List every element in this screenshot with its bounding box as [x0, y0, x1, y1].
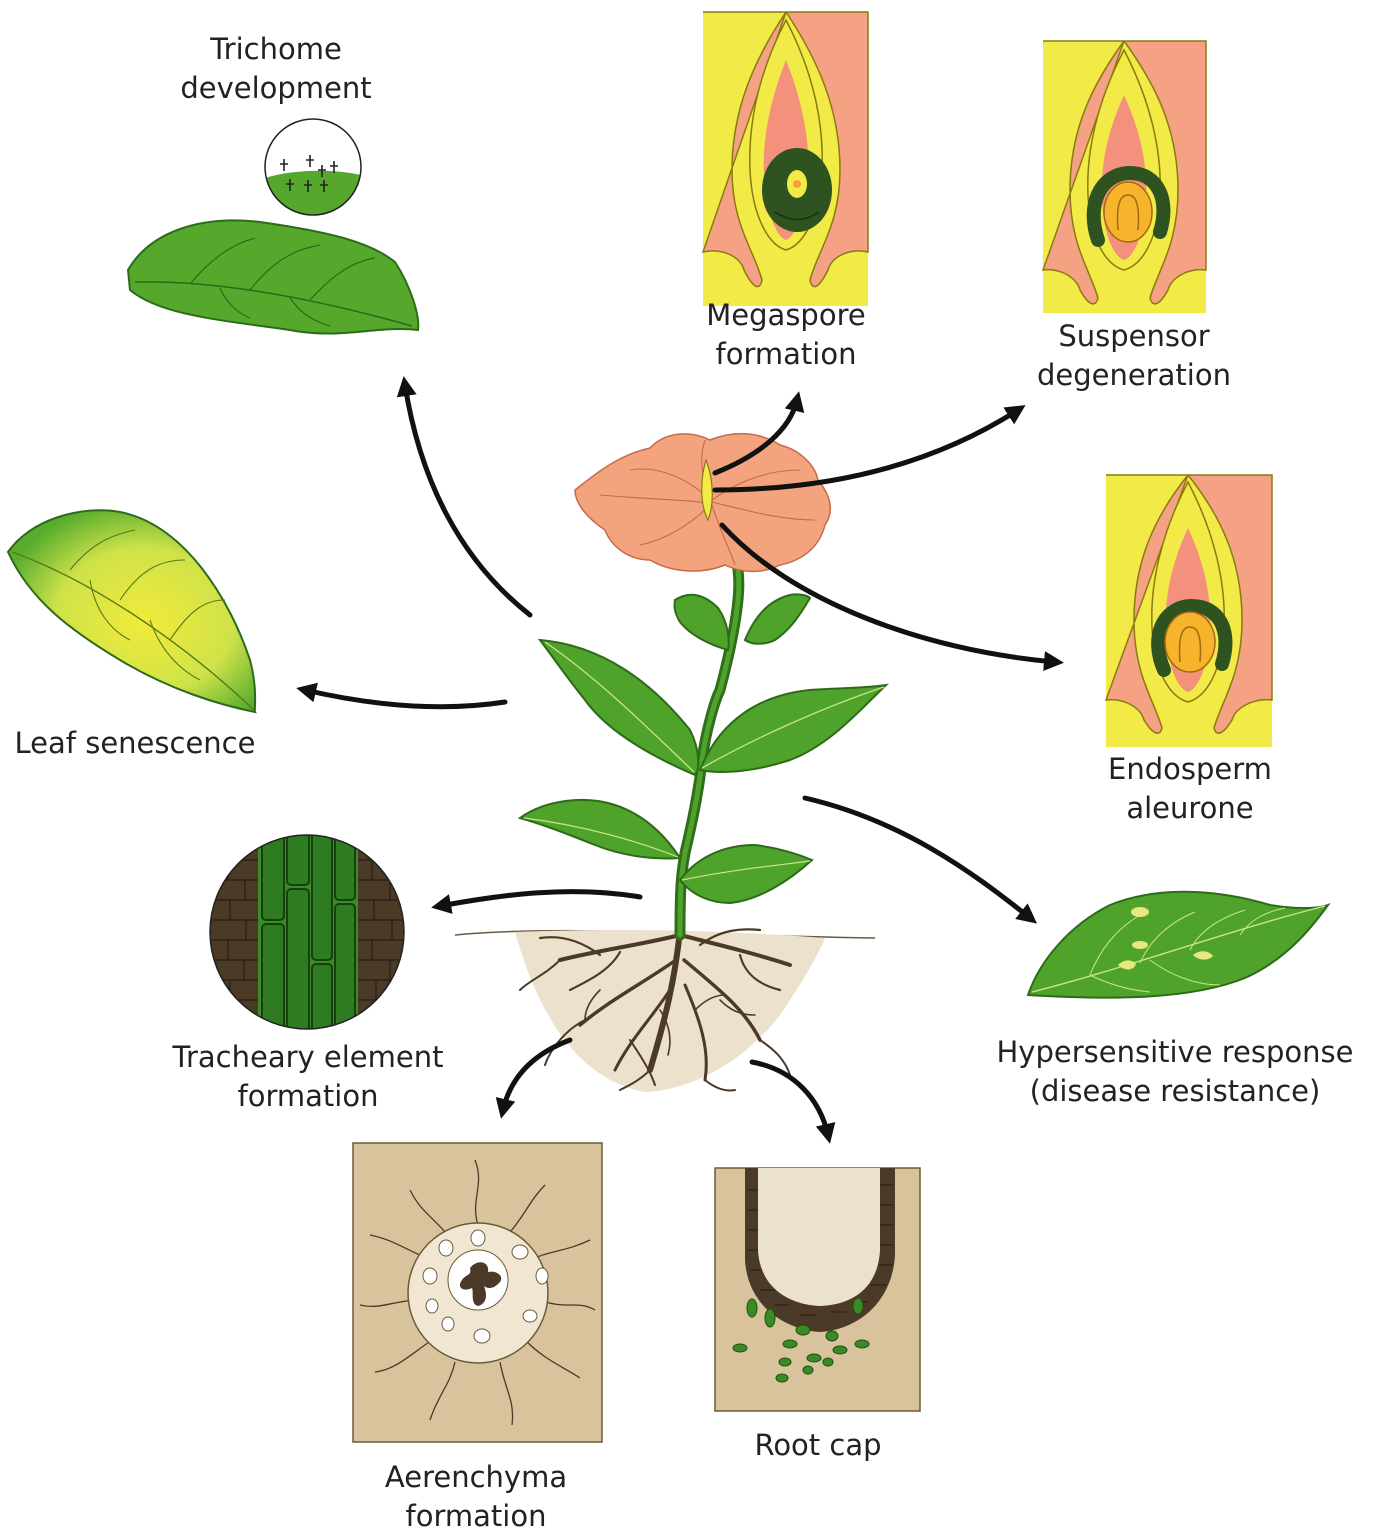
label-megaspore-formation: Megaspore formation — [646, 296, 926, 374]
arrows — [296, 376, 1064, 1144]
arrow-to-trichome — [396, 376, 533, 618]
stem — [674, 549, 745, 941]
label-trichome-development: Trichome development — [136, 30, 416, 108]
label-line: Hypersensitive response — [996, 1035, 1354, 1069]
arrow-to-root-cap — [749, 1059, 836, 1144]
arrow-to-tracheary — [431, 889, 643, 914]
arrow-to-suspensor — [712, 405, 1026, 493]
label-leaf-senescence: Leaf senescence — [0, 724, 270, 763]
arrow-to-endosperm — [719, 522, 1064, 671]
root-cap-panel — [714, 1167, 921, 1412]
label-line: Endosperm — [1108, 752, 1272, 786]
label-line: Aerenchyma — [384, 1460, 568, 1494]
label-aerenchyma-formation: Aerenchyma formation — [336, 1458, 616, 1536]
roots — [519, 927, 792, 1092]
tracheary-element-icon — [209, 834, 405, 1030]
label-line: degeneration — [1037, 358, 1231, 392]
label-suspensor-degeneration: Suspensor degeneration — [984, 317, 1284, 395]
label-hypersensitive-response: Hypersensitive response (disease resista… — [968, 1033, 1382, 1111]
label-line: Megaspore — [706, 298, 866, 332]
label-line: Suspensor — [1058, 319, 1210, 353]
arrow-to-megaspore — [712, 391, 805, 476]
label-line: (disease resistance) — [1029, 1074, 1321, 1108]
plant-leaves — [517, 593, 890, 905]
endosperm-ovule-panel — [1104, 474, 1273, 747]
arrow-to-leaf-senescence — [296, 682, 508, 710]
aerenchyma-panel — [352, 1142, 603, 1443]
flower — [574, 432, 832, 573]
label-tracheary-element-formation: Tracheary element formation — [138, 1038, 478, 1116]
label-line: Leaf senescence — [14, 726, 256, 760]
label-line: Trichome — [210, 32, 342, 66]
label-line: aleurone — [1126, 791, 1254, 825]
label-line: Root cap — [754, 1428, 882, 1462]
label-line: formation — [405, 1499, 547, 1533]
hypersensitive-leaf — [1026, 890, 1331, 999]
arrow-to-hypersensitive — [802, 795, 1038, 924]
label-line: development — [180, 71, 372, 105]
label-root-cap: Root cap — [688, 1426, 948, 1465]
label-line: formation — [715, 337, 857, 371]
suspensor-ovule-panel — [1041, 40, 1207, 313]
label-line: Tracheary element — [172, 1040, 444, 1074]
senescent-leaf — [6, 509, 257, 714]
label-line: formation — [237, 1079, 379, 1113]
label-endosperm-aleurone: Endosperm aleurone — [1050, 750, 1330, 828]
trichome-inset-icon — [264, 118, 362, 216]
arrow-to-aerenchyma — [495, 1037, 573, 1119]
megaspore-ovule-panel — [701, 11, 869, 306]
trichome-leaf — [126, 219, 420, 335]
